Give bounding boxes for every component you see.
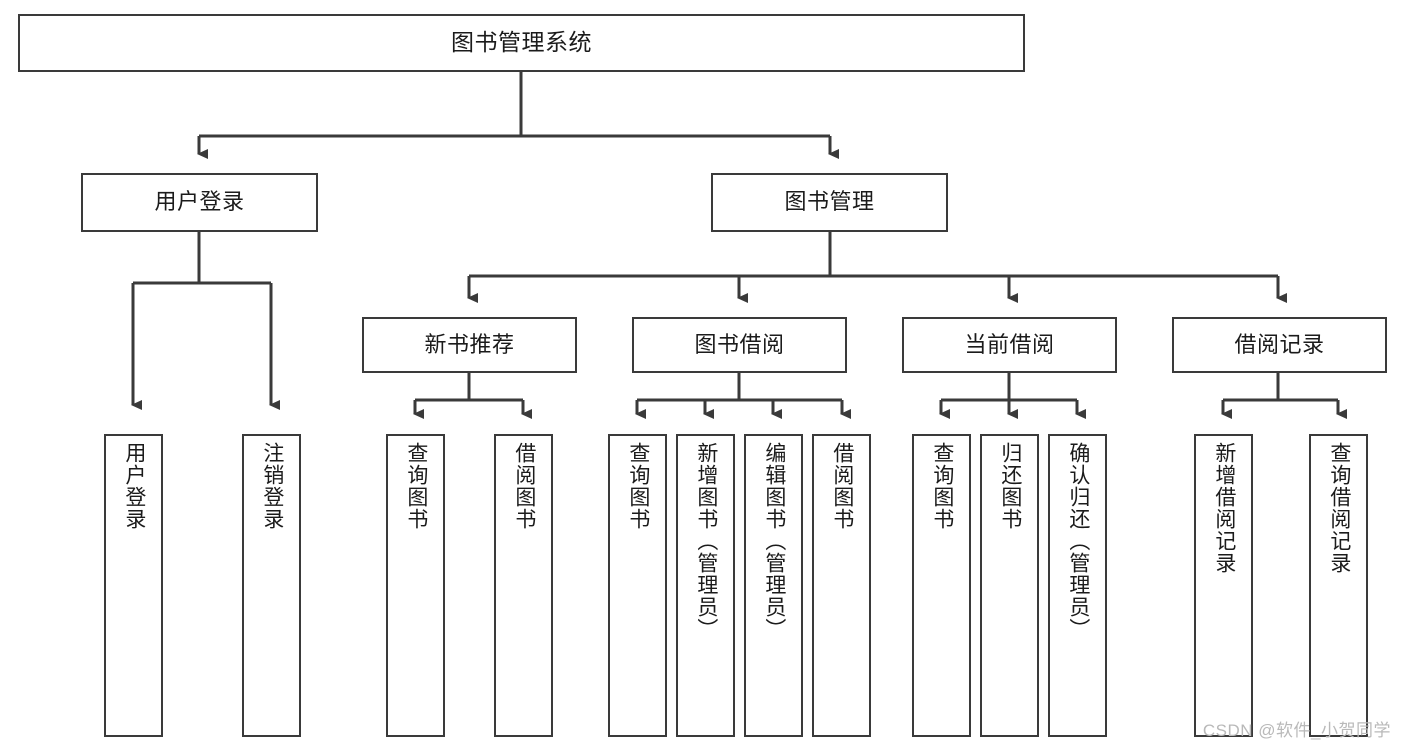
leaf-query-book-1[interactable]: 查询图书	[386, 434, 445, 737]
leaf-borrow-book-2[interactable]: 借阅图书	[812, 434, 871, 737]
csdn-watermark: CSDN @软件_小贺同学	[1202, 721, 1391, 740]
leaf-logout[interactable]: 注销登录	[242, 434, 301, 737]
leaf-query-record-label: 查询借阅记录	[1327, 442, 1351, 574]
leaf-query-book-2-label: 查询图书	[626, 442, 650, 530]
node-root[interactable]: 图书管理系统	[18, 14, 1025, 72]
leaf-borrow-book-1[interactable]: 借阅图书	[494, 434, 553, 737]
leaf-confirm-return-label: 确认归还（管理员）	[1066, 442, 1090, 640]
leaf-return-book-label: 归还图书	[998, 442, 1022, 530]
leaf-return-book[interactable]: 归还图书	[980, 434, 1039, 737]
node-current-borrow-label: 当前借阅	[964, 331, 1055, 357]
node-current-borrow[interactable]: 当前借阅	[902, 317, 1117, 373]
node-book-manage[interactable]: 图书管理	[711, 173, 948, 232]
node-user-login[interactable]: 用户登录	[81, 173, 318, 232]
leaf-borrow-book-2-label: 借阅图书	[830, 442, 854, 530]
leaf-borrow-book-1-label: 借阅图书	[512, 442, 536, 530]
leaf-add-record-label: 新增借阅记录	[1212, 442, 1236, 574]
node-root-label: 图书管理系统	[451, 29, 592, 56]
leaf-logout-label: 注销登录	[260, 442, 284, 530]
leaf-user-login[interactable]: 用户登录	[104, 434, 163, 737]
leaf-query-book-1-label: 查询图书	[404, 442, 428, 530]
leaf-add-book[interactable]: 新增图书（管理员）	[676, 434, 735, 737]
leaf-user-login-label: 用户登录	[122, 442, 146, 530]
leaf-edit-book-label: 编辑图书（管理员）	[762, 442, 786, 640]
leaf-add-record[interactable]: 新增借阅记录	[1194, 434, 1253, 737]
leaf-edit-book[interactable]: 编辑图书（管理员）	[744, 434, 803, 737]
node-book-borrow[interactable]: 图书借阅	[632, 317, 847, 373]
node-new-book-rec[interactable]: 新书推荐	[362, 317, 577, 373]
leaf-query-record[interactable]: 查询借阅记录	[1309, 434, 1368, 737]
node-borrow-record-label: 借阅记录	[1234, 331, 1325, 357]
node-borrow-record[interactable]: 借阅记录	[1172, 317, 1387, 373]
leaf-query-book-3[interactable]: 查询图书	[912, 434, 971, 737]
node-user-login-label: 用户登录	[154, 189, 245, 215]
node-new-book-rec-label: 新书推荐	[424, 331, 515, 357]
node-book-manage-label: 图书管理	[784, 189, 875, 215]
leaf-add-book-label: 新增图书（管理员）	[694, 442, 718, 640]
leaf-query-book-3-label: 查询图书	[930, 442, 954, 530]
leaf-query-book-2[interactable]: 查询图书	[608, 434, 667, 737]
node-book-borrow-label: 图书借阅	[694, 331, 785, 357]
leaf-confirm-return[interactable]: 确认归还（管理员）	[1048, 434, 1107, 737]
